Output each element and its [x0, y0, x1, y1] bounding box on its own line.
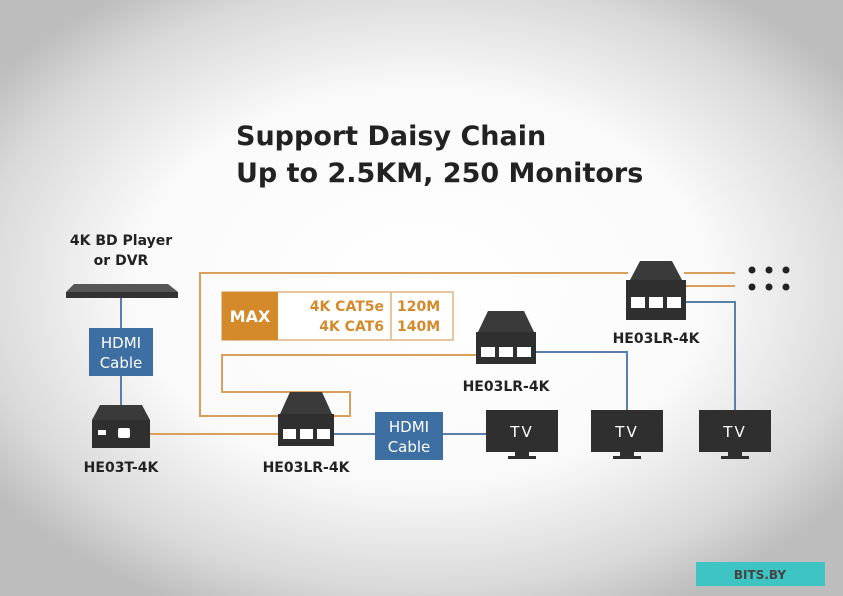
receiver-icon: [626, 261, 686, 320]
tv-icon: [699, 410, 771, 459]
receiver-3: HE03LR-4K: [613, 261, 701, 347]
hdmi-cable-h-line-2: Cable: [388, 438, 431, 456]
hdmi-cable-v-line-2: Cable: [100, 354, 143, 372]
tv-3-label: TV: [722, 423, 746, 441]
title-line-2: Up to 2.5KM, 250 Monitors: [236, 158, 643, 189]
hdmi-cable-badge-horizontal: HDMI Cable: [375, 412, 443, 460]
max-row-1-distance: 120M: [397, 299, 440, 315]
receiver-3-label: HE03LR-4K: [613, 331, 701, 347]
transmitter: HE03T-4K: [84, 405, 160, 476]
tv-icon: [591, 410, 663, 459]
tv-3: TV: [699, 410, 771, 459]
watermark-text: BITS.BY: [734, 568, 786, 582]
receiver-1: HE03LR-4K: [263, 392, 351, 476]
tv-icon: [486, 410, 558, 459]
receiver-icon: [278, 392, 334, 446]
receiver-2-label: HE03LR-4K: [463, 379, 551, 395]
transmitter-label: HE03T-4K: [84, 460, 160, 476]
receiver-icon: [476, 311, 536, 364]
title-line-1: Support Daisy Chain: [236, 121, 546, 152]
source-label-line-2: or DVR: [94, 253, 149, 269]
tv-2: TV: [591, 410, 663, 459]
tv-1-label: TV: [509, 423, 533, 441]
max-badge-text: MAX: [230, 307, 271, 326]
hdmi-cable-v-line-1: HDMI: [101, 334, 141, 352]
hdmi-cable-h-line-1: HDMI: [389, 418, 429, 436]
ethernet-lines: [150, 272, 735, 435]
watermark: BITS.BY: [696, 562, 825, 586]
bd-player-icon: [66, 284, 178, 298]
max-row-1-cable: 4K CAT5e: [310, 299, 384, 315]
continuation-dots-icon: [748, 266, 790, 291]
receiver-2: HE03LR-4K: [463, 311, 551, 395]
max-row-2-cable: 4K CAT6: [319, 319, 384, 335]
max-distance-table: MAX 4K CAT5e 4K CAT6 120M 140M: [221, 291, 454, 341]
receiver-1-label: HE03LR-4K: [263, 460, 351, 476]
tv-1: TV: [486, 410, 558, 459]
source-label-line-1: 4K BD Player: [70, 233, 172, 249]
transmitter-icon: [92, 405, 150, 448]
hdmi-cable-badge-vertical: HDMI Cable: [89, 328, 153, 376]
max-badge: [222, 292, 278, 340]
source-player: 4K BD Player or DVR: [66, 233, 178, 298]
max-row-2-distance: 140M: [397, 319, 440, 335]
tv-2-label: TV: [614, 423, 638, 441]
